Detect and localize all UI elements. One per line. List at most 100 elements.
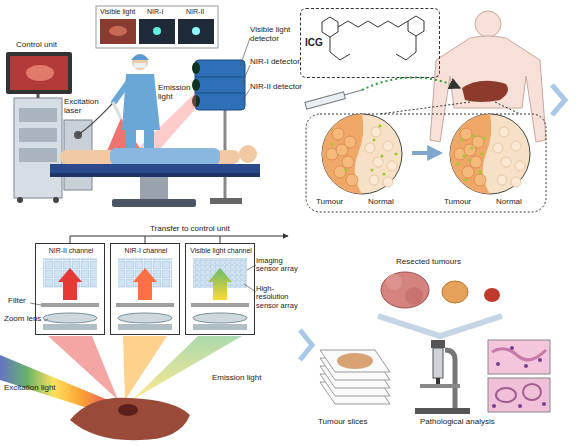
nir1-arrow	[133, 268, 157, 300]
tissue-outline	[450, 114, 530, 194]
tissue-label: Normal	[368, 198, 394, 207]
icg-particle	[478, 170, 481, 173]
annotation-label: Transfer to control unit	[150, 225, 230, 234]
syringe-barrel	[305, 92, 345, 109]
annotation-label: High-resolution sensor array	[256, 285, 300, 310]
tissue-label: Tumour	[444, 198, 471, 207]
nir1-signal	[153, 27, 161, 35]
tissue-outline	[322, 114, 402, 194]
tumour-region	[322, 114, 363, 194]
icg-particle	[472, 134, 475, 137]
cart-wheel	[17, 197, 23, 203]
cell-nucleus	[542, 402, 546, 406]
icg-particle	[394, 152, 397, 155]
operating-table	[50, 164, 260, 173]
annotation-label: Zoom lens	[4, 315, 44, 324]
zoom-line	[495, 102, 520, 114]
icg-particle	[460, 138, 463, 141]
converge-chevron	[378, 316, 502, 336]
channel-box: NIR-I channel	[110, 243, 180, 335]
icg-particle	[464, 178, 467, 181]
histology-gland	[523, 384, 541, 400]
tissue-circle: Tumour Normal	[312, 110, 412, 212]
filter	[41, 303, 99, 307]
surgeon-mask	[134, 63, 146, 68]
laser-probe	[113, 102, 121, 119]
normal-cell	[369, 175, 379, 185]
icg-particle	[382, 172, 385, 175]
patient-gown	[110, 148, 220, 165]
microscope-base	[415, 408, 470, 414]
tissue-label: Normal	[496, 198, 522, 207]
cart-module	[19, 128, 57, 142]
body-head	[475, 11, 501, 37]
channel-box: Visible light channel	[185, 243, 255, 335]
normal-cell	[511, 141, 521, 151]
leader-line	[242, 65, 250, 84]
tissue-slice	[320, 350, 390, 372]
icg-particle	[456, 162, 459, 165]
tumour-cell	[342, 156, 354, 168]
detector-lens	[192, 62, 200, 74]
normal-cell	[511, 177, 521, 187]
cart-wheel	[53, 197, 59, 203]
molecule-name: ICG	[305, 37, 323, 48]
visible-arrow	[208, 268, 232, 300]
cell-nucleus	[538, 358, 542, 362]
icg-particle	[344, 168, 347, 171]
nir2-signal	[192, 27, 200, 35]
tissue-label: Tumour	[316, 198, 343, 207]
laser-fiber	[78, 102, 114, 135]
detector-lens	[192, 79, 200, 91]
microscope-tube	[433, 348, 443, 378]
icg-particle	[480, 152, 483, 155]
molecule-ring	[322, 17, 338, 37]
lens-barrel	[193, 324, 247, 330]
tumour-cell	[470, 156, 482, 168]
signal-line	[220, 236, 221, 243]
surgeon-arm	[114, 80, 130, 102]
histology-image	[488, 340, 550, 374]
annotation-label: NIR-I detector	[250, 58, 302, 67]
zoom-lens	[43, 313, 97, 323]
annotation-label: Emission light	[212, 374, 272, 383]
channel-title: NIR-I channel	[111, 247, 181, 255]
tumour-cell	[336, 144, 348, 156]
liver	[70, 398, 190, 440]
zoom-lens	[118, 313, 172, 323]
surgeon-head	[132, 54, 148, 70]
microscope-objective	[436, 378, 440, 384]
microscope-eyepiece	[431, 340, 445, 348]
normal-cell	[371, 127, 381, 137]
annotation-label: Resected tumours	[396, 258, 461, 267]
monitor-screen	[10, 56, 68, 90]
circle-shape	[312, 110, 412, 212]
signal-line	[145, 236, 146, 243]
housing-divider	[195, 77, 245, 78]
equipment-cart	[14, 98, 62, 198]
cell-nucleus	[510, 346, 514, 350]
icg-particle	[378, 124, 381, 127]
annotation-label: Excitation light	[4, 384, 59, 393]
panel-chevron	[552, 85, 565, 115]
detector-housing	[195, 60, 245, 110]
normal-cell	[497, 175, 507, 185]
filter	[116, 303, 174, 307]
icg-particle	[468, 158, 471, 161]
circle-shape	[440, 110, 540, 212]
nir2-arrow	[58, 268, 82, 300]
panel-chevron	[300, 330, 312, 360]
annotation-label: NIR-II detector	[250, 83, 302, 92]
cart-module	[19, 148, 57, 162]
emission-ray	[132, 336, 242, 400]
tumour-cell	[464, 144, 476, 156]
icg-particle	[370, 168, 373, 171]
molecule-ring	[408, 16, 424, 36]
cell-nucleus	[524, 364, 528, 368]
injection-path	[362, 77, 460, 90]
tumour-cell	[334, 166, 346, 178]
icg-particle	[462, 154, 465, 157]
zoom-line	[380, 102, 470, 114]
annotation-label: Tumour slices	[318, 418, 368, 427]
